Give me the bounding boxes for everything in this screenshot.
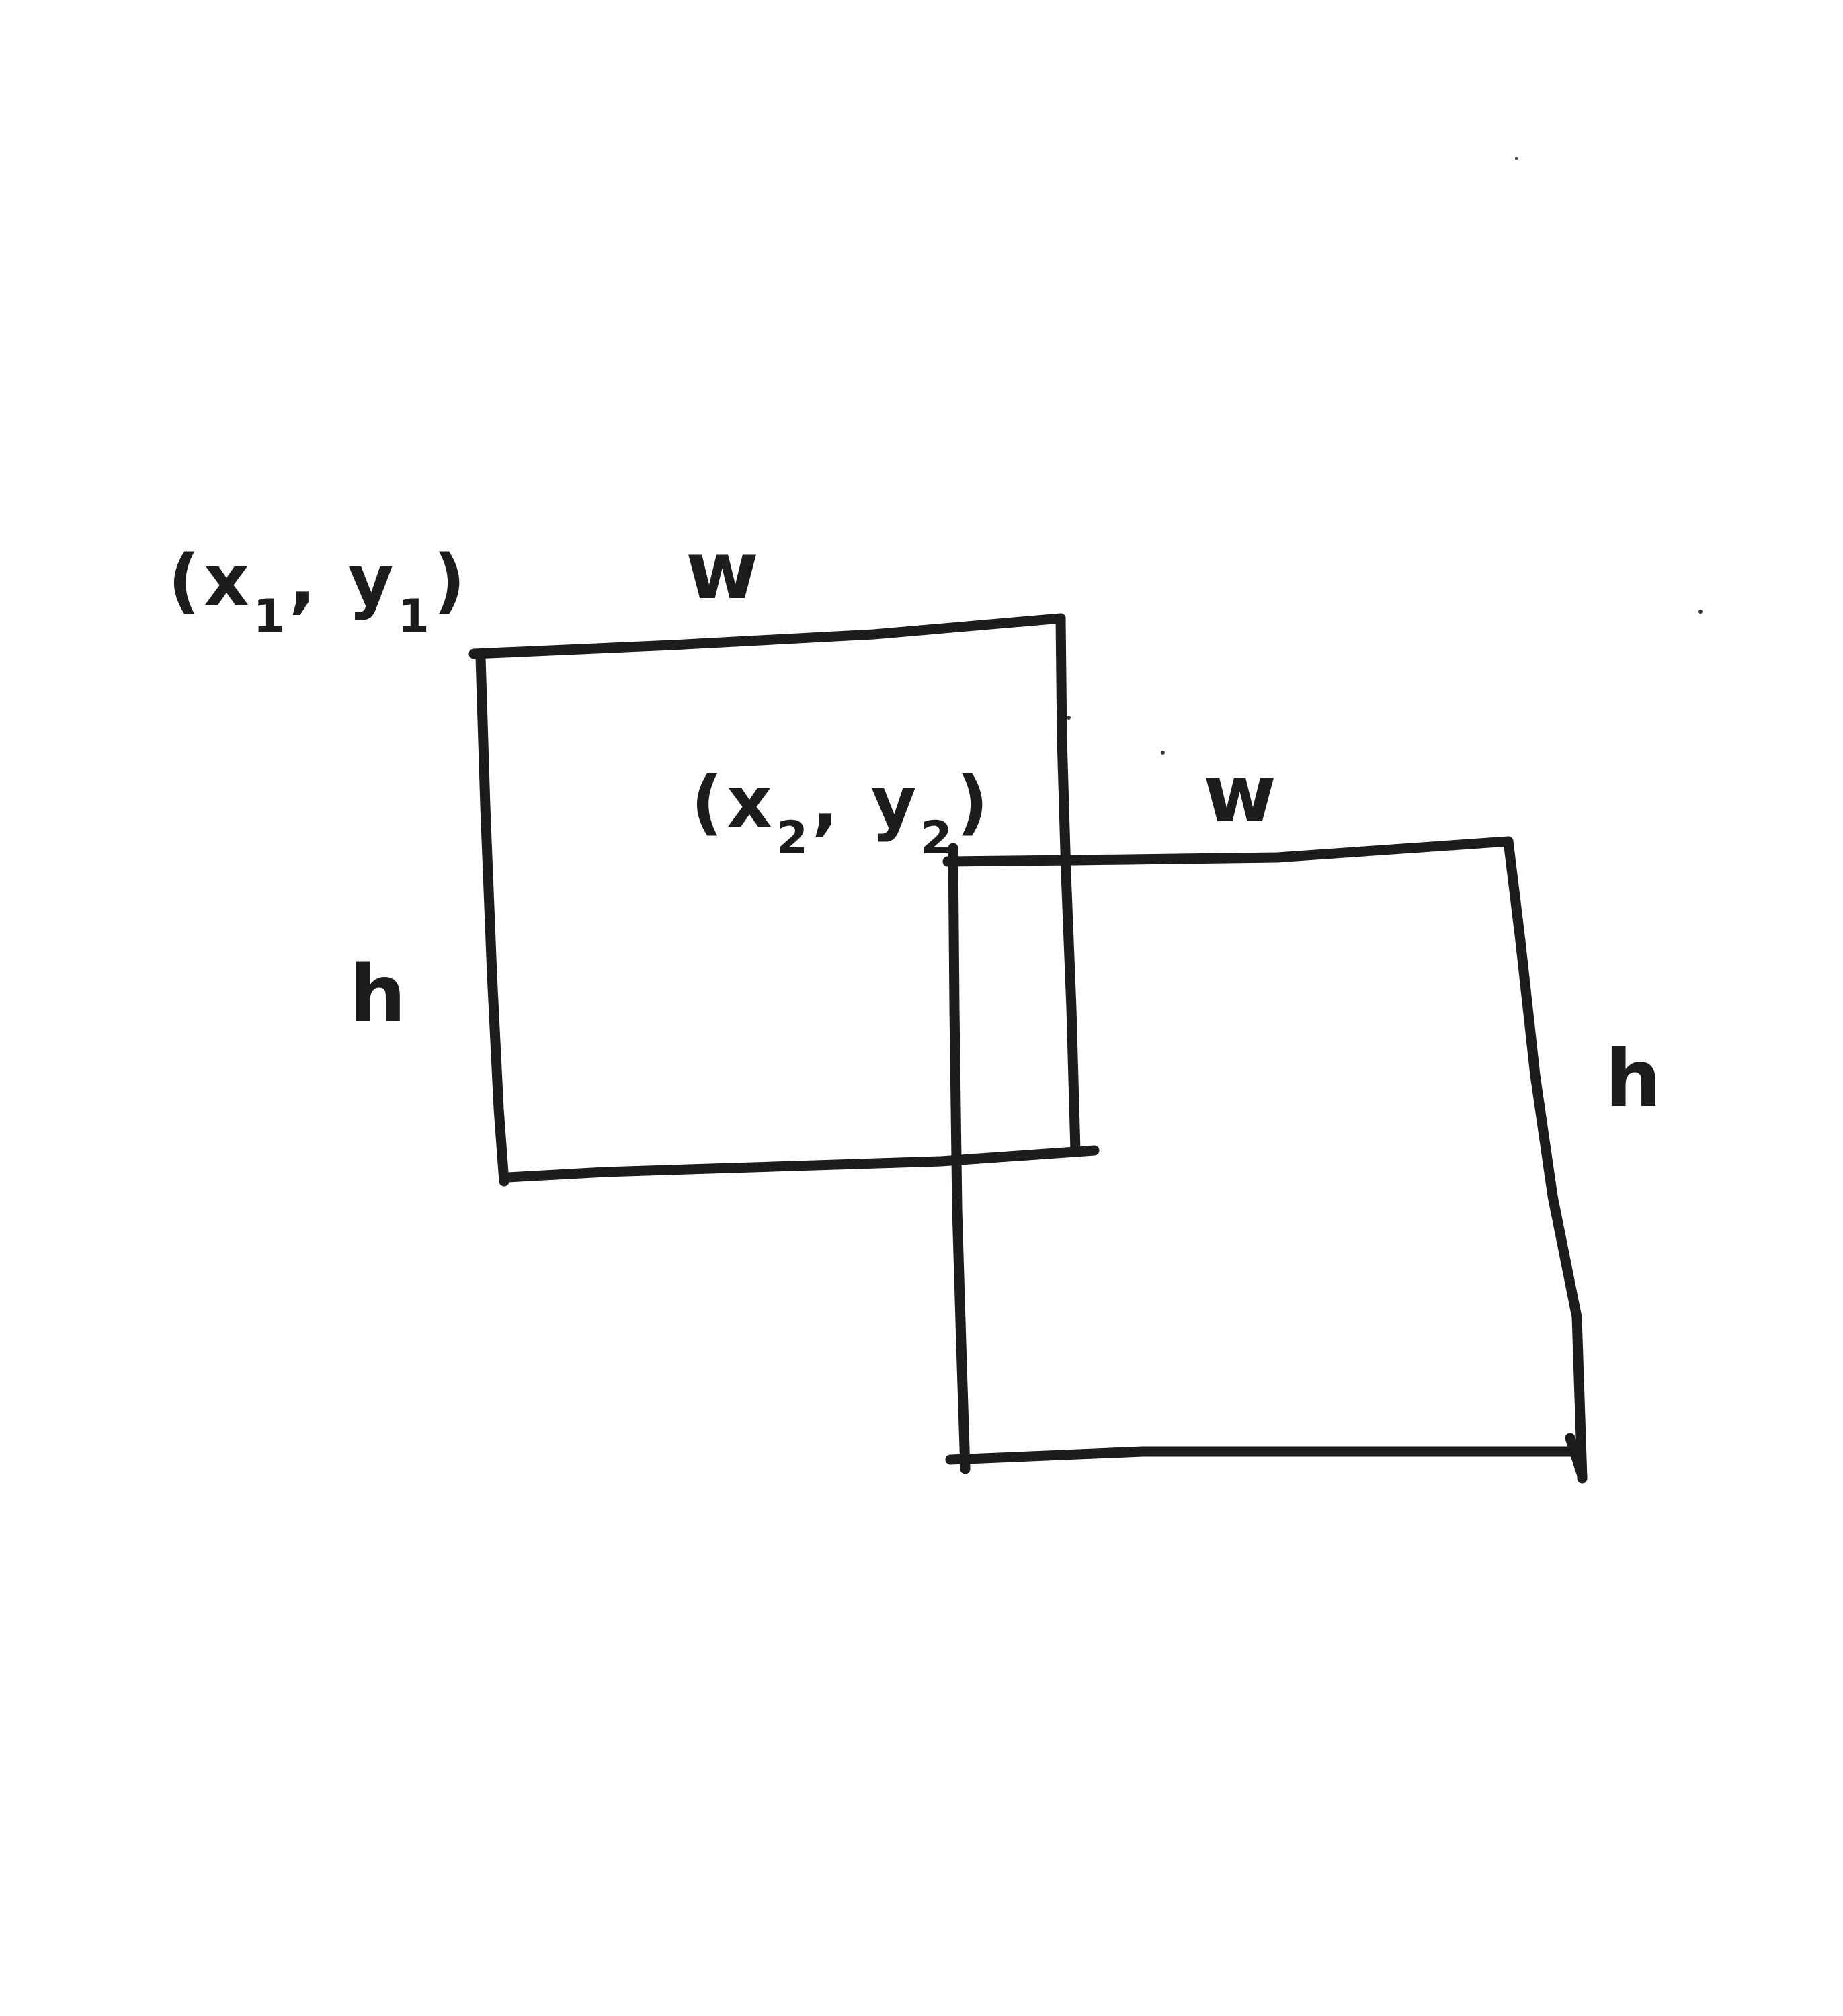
rectangle-1-top-edge [468, 613, 1066, 659]
paper-speck [1067, 716, 1071, 720]
rect1-height-label: h [350, 948, 406, 1040]
rect2-height-label: h [1605, 1032, 1662, 1125]
rect1-corner-label: (x1, y1) [168, 540, 469, 643]
rectangle-2-right-edge [1503, 836, 1588, 1484]
paper-speck [1698, 610, 1703, 614]
rect1-width-label: w [686, 524, 759, 617]
rectangle-2-right-tick [1565, 1433, 1588, 1481]
rectangle-2-bottom-edge [945, 1446, 1581, 1465]
rect2-corner-label: (x2, y2) [691, 761, 992, 865]
rectangle-1 [468, 613, 1100, 1187]
rectangle-1-bottom-edge [503, 1145, 1100, 1183]
rect2-width-label: w [1203, 747, 1276, 840]
rectangle-2 [942, 836, 1588, 1484]
paper-speck [1161, 751, 1165, 755]
rectangle-1-right-edge [1055, 613, 1081, 1156]
paper-speck [1515, 157, 1518, 160]
rectangle-2-left-edge [948, 843, 971, 1474]
rectangle-2-top-edge [942, 836, 1514, 867]
rectangle-1-left-edge [475, 652, 509, 1187]
